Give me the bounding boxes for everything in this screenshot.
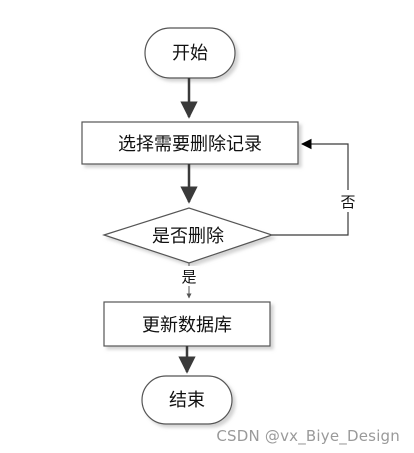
no-edge-label: 否: [340, 193, 355, 211]
update-database-label: 更新数据库: [142, 315, 232, 336]
update-database-node: 更新数据库: [103, 301, 271, 347]
start-node: 开始: [144, 27, 236, 79]
select-record-node: 选择需要删除记录: [81, 121, 299, 165]
end-node-label: 结束: [169, 390, 205, 411]
decision-node: 是否删除: [102, 207, 274, 264]
yes-edge-label: 是: [181, 268, 196, 286]
start-node-label: 开始: [172, 43, 208, 64]
edge-decision-no-loop: [272, 138, 349, 236]
decision-label: 是否删除: [152, 226, 224, 247]
end-node: 结束: [141, 375, 233, 425]
watermark: CSDN @vx_Biye_Design: [216, 427, 400, 445]
select-record-label: 选择需要删除记录: [118, 134, 262, 155]
